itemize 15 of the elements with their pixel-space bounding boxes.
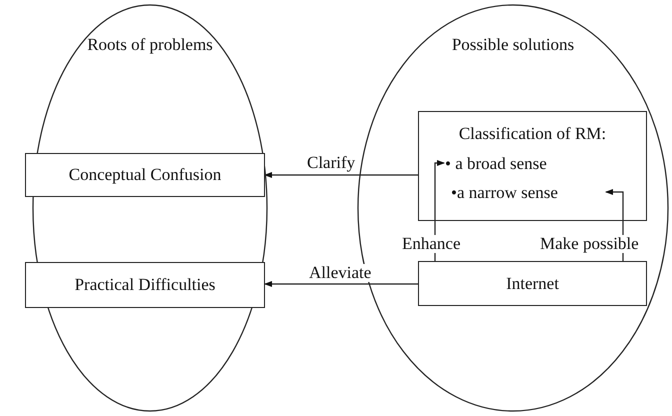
edge-label: Clarify: [306, 154, 356, 172]
arrow: [264, 281, 418, 287]
process-box: Conceptual Confusion: [25, 153, 265, 197]
box-heading: Classification of RM:: [458, 124, 608, 144]
edge-label: Make possible: [539, 235, 640, 253]
arrow: [264, 172, 418, 178]
edge-label: Alleviate: [308, 264, 372, 282]
list-item: •a narrow sense: [451, 183, 607, 205]
process-box: Practical Difficulties: [25, 262, 265, 308]
group-heading: Roots of problems: [86, 35, 214, 55]
group-heading: Possible solutions: [450, 35, 576, 55]
list-item: • a broad sense: [445, 154, 585, 176]
edge-label: Enhance: [401, 235, 462, 253]
process-box: [418, 111, 647, 221]
process-box: Internet: [418, 261, 647, 306]
